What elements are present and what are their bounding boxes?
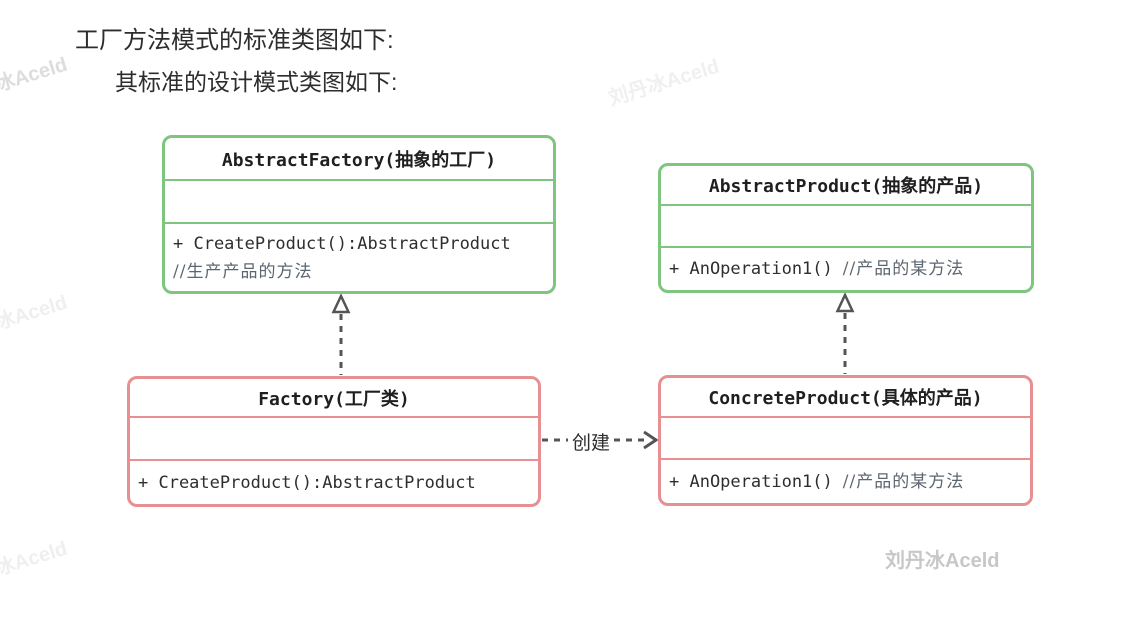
watermark-rotated-bottom-left: 刘丹冰Aceld: [0, 537, 70, 593]
class-attributes-concrete-product: [661, 416, 1030, 460]
class-attributes-abstract-product: [661, 204, 1031, 248]
class-title-concrete-product: ConcreteProduct(具体的产品): [708, 388, 983, 409]
class-methods-abstract-product: + AnOperation1() //产品的某方法: [661, 248, 1031, 290]
class-title-abstract-product: AbstractProduct(抽象的产品): [708, 176, 984, 197]
heading-secondary: 其标准的设计模式类图如下:: [115, 69, 398, 95]
realization-arrow-factory-to-abstractfactory: [331, 293, 351, 375]
method-comment: //产品的某方法: [842, 471, 965, 492]
method-signature: + AnOperation1(): [669, 259, 833, 279]
class-attributes-factory: [130, 416, 538, 461]
author-signature: 刘丹冰Aceld: [885, 550, 1000, 572]
class-title-abstract-factory: AbstractFactory(抽象的工厂): [221, 149, 497, 171]
class-box-concrete-product: ConcreteProduct(具体的产品) + AnOperation1() …: [658, 375, 1033, 506]
class-box-abstract-product: AbstractProduct(抽象的产品) + AnOperation1() …: [658, 163, 1034, 293]
method-signature: + CreateProduct():AbstractProduct: [138, 472, 476, 493]
class-title-factory: Factory(工厂类): [258, 388, 410, 410]
method-comment: //生产产品的方法: [173, 261, 313, 282]
dependency-label-create: 创建: [568, 428, 615, 455]
class-methods-factory: + CreateProduct():AbstractProduct: [130, 461, 538, 504]
class-attributes-abstract-factory: [165, 179, 553, 224]
class-methods-abstract-factory: + CreateProduct():AbstractProduct //生产产品…: [165, 224, 553, 291]
heading-primary: 工厂方法模式的标准类图如下:: [75, 27, 394, 54]
class-methods-concrete-product: + AnOperation1() //产品的某方法: [661, 460, 1030, 503]
method-signature: + CreateProduct():AbstractProduct: [173, 233, 511, 254]
watermark-rotated-top-center: 刘丹冰Aceld: [606, 55, 722, 111]
realization-arrow-concreteproduct-to-abstractproduct: [835, 292, 855, 374]
method-signature: + AnOperation1(): [669, 471, 833, 492]
watermark-rotated-top-left: 刘丹冰Aceld: [0, 53, 70, 109]
class-box-abstract-factory: AbstractFactory(抽象的工厂) + CreateProduct()…: [162, 135, 556, 294]
class-box-factory: Factory(工厂类) + CreateProduct():AbstractP…: [127, 376, 541, 507]
method-comment: //产品的某方法: [842, 259, 965, 279]
watermark-rotated-middle-left: 刘丹冰Aceld: [0, 291, 70, 347]
